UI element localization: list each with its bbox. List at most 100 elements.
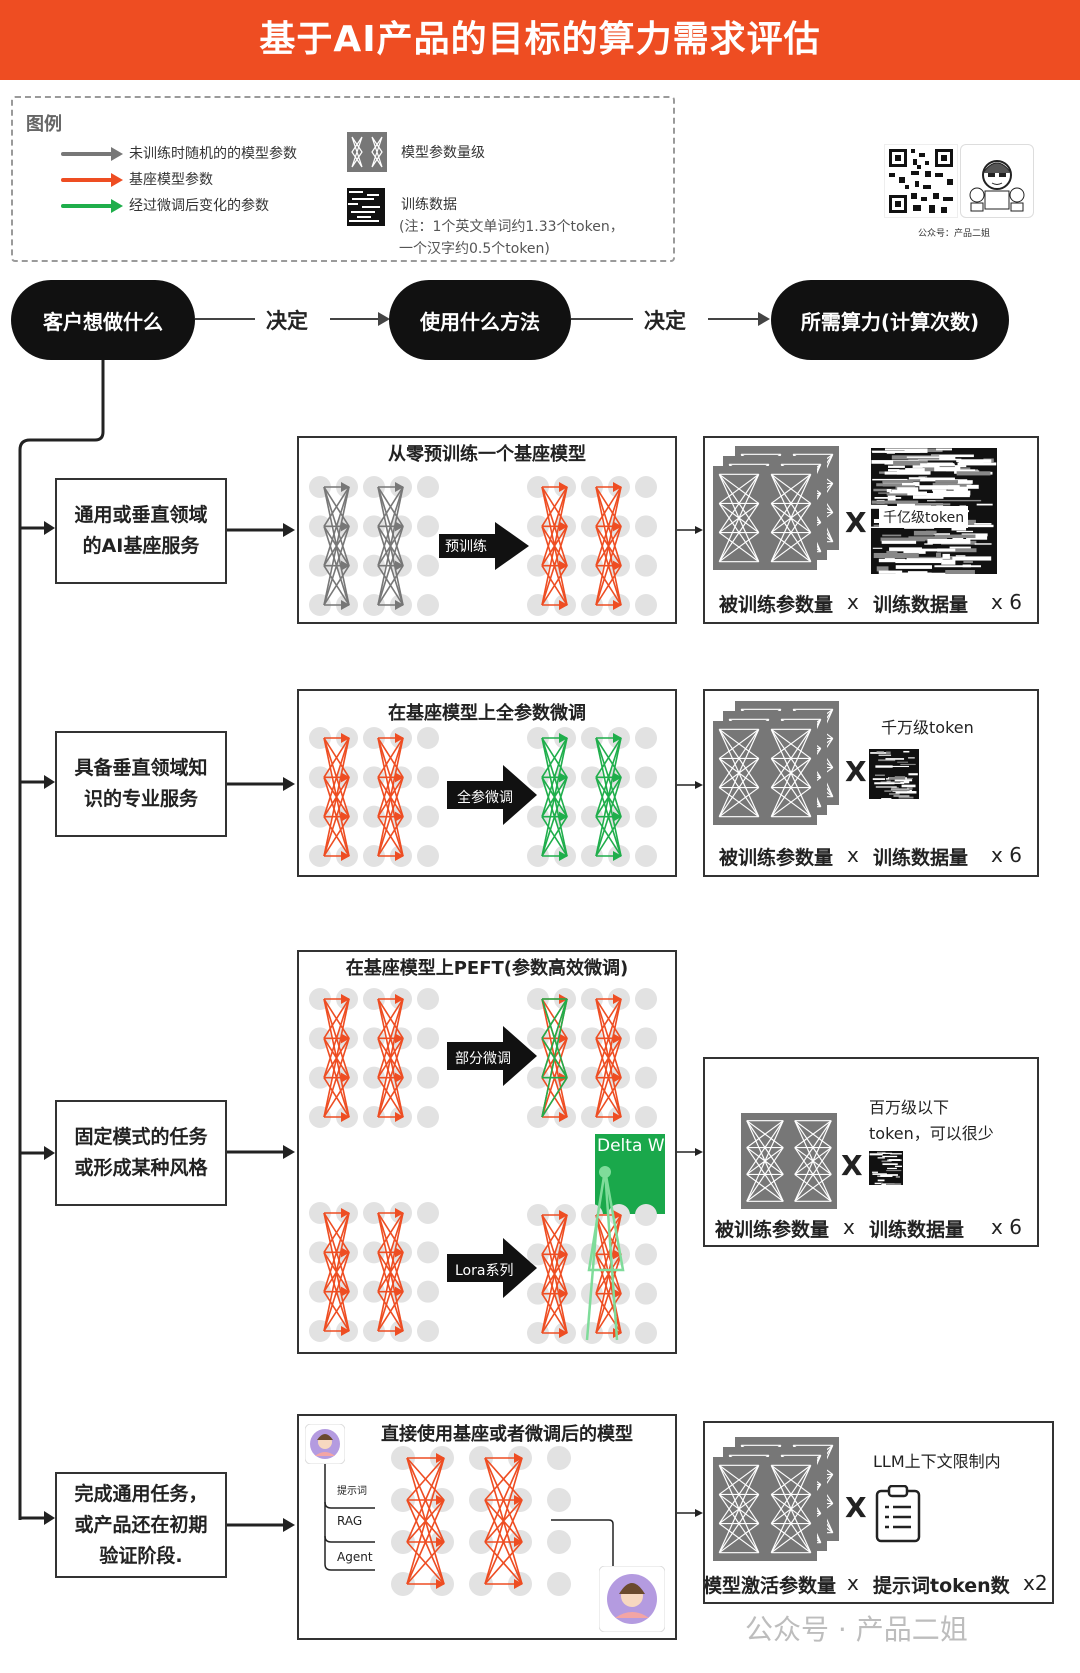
formula-b-1: 训练数据量	[873, 594, 969, 616]
formula-x-2: x	[847, 843, 859, 867]
network-base-4	[309, 1202, 439, 1342]
input-prompt: 提示词	[337, 1486, 367, 1497]
flow-step-method: 使用什么方法	[389, 280, 571, 360]
pretrain-arrow-label: 预训练	[445, 539, 487, 555]
method-panel-peft: 在基座模型上PEFT(参数高效微调) 部分微调 Delta W Lora系列	[297, 950, 677, 1354]
network-base-3	[309, 988, 439, 1128]
times-sign-4: X	[845, 1491, 867, 1524]
network-base-2	[309, 727, 439, 867]
flow-line-1b	[330, 318, 380, 320]
network-base	[527, 476, 657, 616]
brand-avatar	[960, 144, 1034, 218]
multiplier-2: x 6	[991, 843, 1022, 867]
input-agent: Agent	[337, 1550, 373, 1564]
formula-b-4: 提示词token数	[873, 1575, 1010, 1597]
legend-item-random: 未训练时随机的的模型参数	[129, 146, 297, 162]
cartoon-figures-icon	[969, 160, 1025, 212]
method-to-compute-arrows	[677, 526, 703, 1517]
formula-x-4: x	[847, 1571, 859, 1595]
input-branches	[324, 1464, 375, 1571]
compute-panel-pretrain: X 千亿级token 被训练参数量 x 训练数据量 x 6	[703, 436, 1039, 624]
training-data-small-icon	[869, 1151, 903, 1185]
lora-arrow-label: Lora系列	[455, 1263, 514, 1279]
legend-red-arrowhead	[111, 173, 123, 187]
training-data-icon	[347, 188, 385, 226]
flow-arrowhead-1	[378, 312, 390, 326]
method-title-full-finetune: 在基座模型上全参数微调	[388, 703, 586, 724]
param-stack-2	[713, 699, 843, 833]
formula-x-3: x	[843, 1215, 855, 1239]
params-small-icon	[741, 1113, 837, 1209]
method-title-inference: 直接使用基座或者微调后的模型	[381, 1424, 633, 1445]
compute-panel-peft: X 百万级以下 token，可以很少 被训练参数量 x 训练数据量 x 6	[703, 1057, 1039, 1247]
network-deployed	[391, 1446, 571, 1596]
times-sign-2: X	[845, 755, 867, 788]
flow-step-customer: 客户想做什么	[11, 280, 195, 360]
multiplier-4: x2	[1023, 1571, 1048, 1595]
data-scale-label-3: 百万级以下 token，可以很少	[869, 1098, 994, 1143]
qr-caption: 公众号：产品二姐	[918, 229, 991, 239]
watermark: 公众号 · 产品二姐	[745, 1613, 968, 1646]
formula-a-3: 被训练参数量	[715, 1219, 830, 1241]
param-stack-1	[713, 444, 843, 578]
method-title-peft: 在基座模型上PEFT(参数高效微调)	[345, 958, 629, 979]
method-panel-pretrain: 从零预训练一个基座模型 预训练	[297, 436, 677, 624]
flow-decide-1: 决定	[266, 309, 308, 333]
compute-panel-full-finetune: X 千万级token 被训练参数量 x 训练数据量 x 6	[703, 689, 1039, 877]
trunk-connector	[18, 360, 105, 1525]
method-panel-full-finetune: 在基座模型上全参数微调 全参微调	[297, 689, 677, 877]
times-sign-3: X	[841, 1149, 863, 1182]
delta-w-label: Delta W	[597, 1136, 665, 1156]
user-avatar-icon	[305, 1424, 345, 1464]
formula-a-2: 被训练参数量	[719, 847, 834, 869]
flow-line-1a	[195, 318, 255, 320]
legend-red-line	[61, 178, 113, 182]
input-rag: RAG	[337, 1514, 363, 1528]
method-title-pretrain: 从零预训练一个基座模型	[388, 444, 586, 465]
compute-panel-inference: X LLM上下文限制内 模型激活参数量 x 提示词token数 x2	[703, 1421, 1054, 1604]
need-box-general: 完成通用任务， 或产品还在初期 验证阶段.	[55, 1472, 227, 1578]
full-finetune-arrow-label: 全参微调	[457, 790, 513, 806]
network-finetuned	[527, 727, 657, 867]
need-to-method-arrows	[227, 523, 295, 1532]
formula-b-3: 训练数据量	[869, 1219, 965, 1241]
network-untrained	[309, 476, 439, 616]
training-data-medium-icon	[869, 749, 919, 799]
data-scale-label-2: 千万级token	[881, 718, 974, 737]
legend-green-arrowhead	[111, 199, 123, 213]
network-lora	[527, 1166, 657, 1344]
legend-params-label: 模型参数量级	[401, 145, 485, 161]
legend-green-line	[61, 204, 113, 208]
multiplier-1: x 6	[991, 590, 1022, 614]
flow-step-compute: 所需算力(计算次数)	[771, 280, 1009, 360]
qr-code-icon	[884, 144, 958, 218]
flow-line-2b	[708, 318, 760, 320]
need-box-vertical: 具备垂直领域知 识的专业服务	[55, 731, 227, 837]
legend-data-note: (注：1个英文单词约1.33个token， 一个汉字约0.5个token)	[399, 219, 624, 257]
network-partial	[527, 988, 657, 1128]
params-icon	[347, 132, 387, 172]
full-finetune-arrow	[447, 765, 537, 825]
times-sign-1: X	[845, 506, 867, 539]
need-box-foundation: 通用或垂直领域 的AI基座服务	[55, 478, 227, 584]
formula-a-1: 被训练参数量	[719, 594, 834, 616]
formula-a-4: 模型激活参数量	[703, 1575, 837, 1597]
lora-arrow	[447, 1238, 537, 1298]
data-scale-label-4: LLM上下文限制内	[873, 1452, 1001, 1471]
legend-data-label: 训练数据	[401, 197, 457, 213]
partial-finetune-arrow-label: 部分微调	[455, 1051, 511, 1067]
partial-finetune-arrow	[447, 1026, 537, 1086]
method-panel-inference: 直接使用基座或者微调后的模型 提示词 RAG Agent	[297, 1414, 677, 1640]
param-stack-4	[713, 1435, 843, 1569]
multiplier-3: x 6	[991, 1215, 1022, 1239]
need-box-style: 固定模式的任务 或形成某种风格	[55, 1100, 227, 1206]
data-scale-label-1: 千亿级token	[879, 506, 969, 528]
legend: 图例 未训练时随机的的模型参数 基座模型参数 经过微调后变化的参数 模型参数量级…	[11, 96, 675, 262]
formula-x-1: x	[847, 590, 859, 614]
flow-line-2a	[571, 318, 633, 320]
legend-heading: 图例	[26, 114, 62, 135]
formula-b-2: 训练数据量	[873, 847, 969, 869]
pretrain-arrow	[439, 522, 529, 570]
flow-arrowhead-2	[758, 312, 770, 326]
legend-item-finetuned: 经过微调后变化的参数	[129, 198, 269, 214]
